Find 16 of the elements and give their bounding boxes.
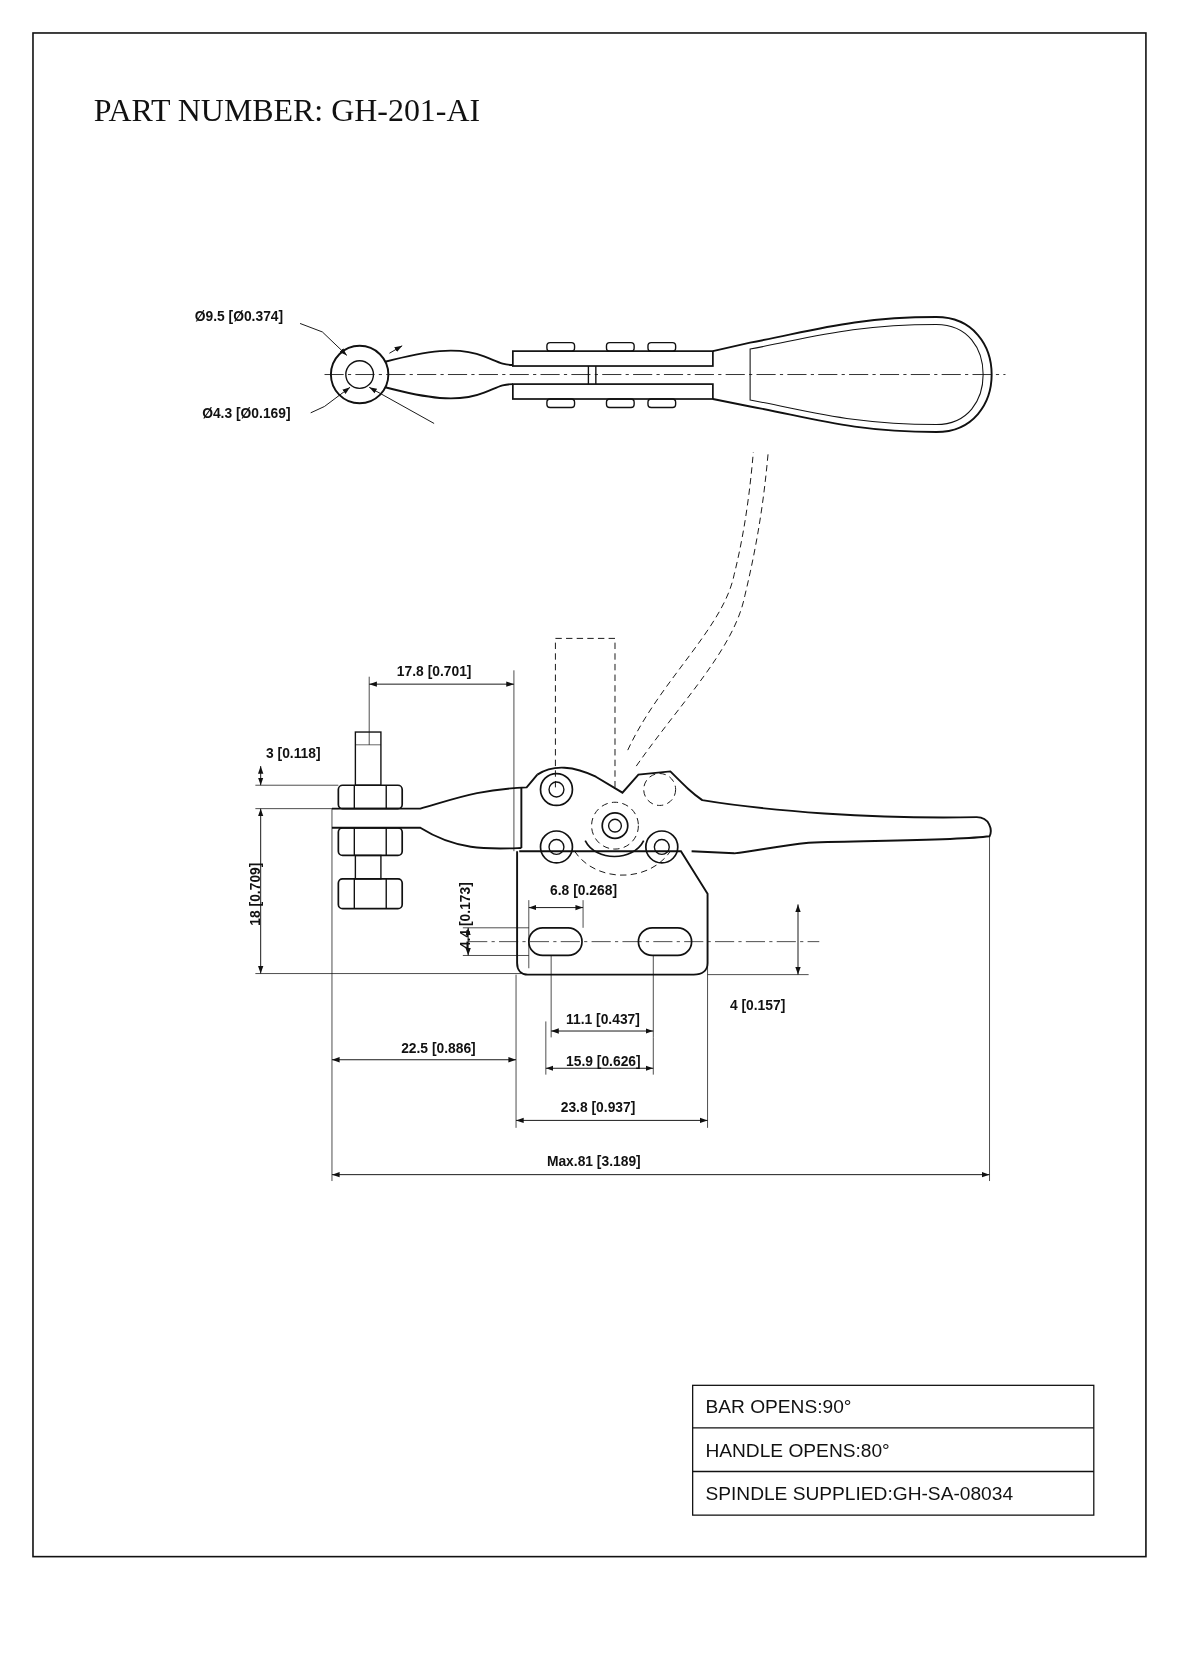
dimension-text: 18 [0.709] [246,862,263,926]
dimension-text: 17.8 [0.701] [396,662,472,679]
dimension-text: 4 [0.157] [729,996,786,1013]
dimension-text: 22.5 [0.886] [401,1040,476,1057]
dimension-text: Ø9.5 [Ø0.374] [194,308,284,325]
dimension-text: 6.8 [0.268] [550,882,617,898]
dimension-text: 11.1 [0.437] [566,1010,640,1027]
dimension-text: Ø4.3 [Ø0.169] [202,405,291,422]
spec-text: BAR OPENS:90° [705,1394,852,1419]
part-number-title: PART NUMBER: GH-201-AI [93,91,481,130]
spec-text: SPINDLE SUPPLIED:GH-SA-08034 [705,1482,1014,1506]
dimension-text: 15.9 [0.626] [566,1053,641,1070]
spec-text: HANDLE OPENS:80° [705,1438,890,1462]
dimension-text: Max.81 [3.189] [546,1153,641,1170]
dimension-text: 23.8 [0.937] [560,1099,636,1116]
dimension-text: 3 [0.118] [266,744,321,761]
